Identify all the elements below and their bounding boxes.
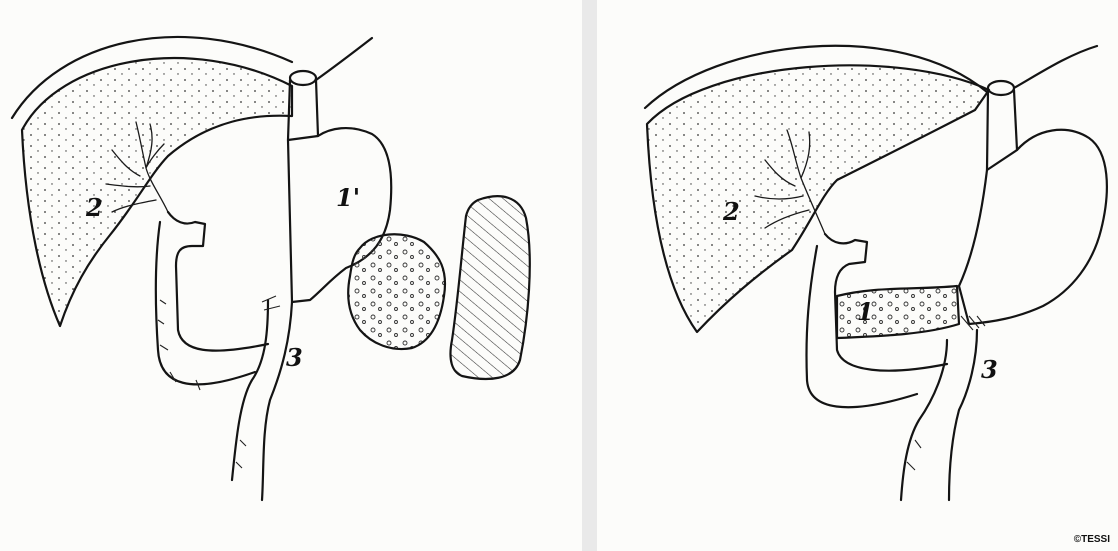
label-gallbladder-bed: 2	[86, 196, 103, 220]
right-illustration	[597, 0, 1118, 551]
esophagus-opening	[290, 71, 316, 85]
label-gallbladder-bed: 2	[723, 200, 740, 224]
duodenum-shading	[907, 316, 985, 470]
duodenum-shading	[236, 296, 280, 468]
esophagus	[987, 90, 1017, 170]
stomach	[959, 130, 1107, 324]
copyright-text: ©TESSI	[1074, 534, 1110, 545]
label-tumor: 1	[857, 300, 874, 324]
pancreas-tumor	[348, 234, 445, 349]
duodenum	[901, 330, 977, 500]
tumor-region	[837, 286, 959, 338]
label-duodenum: 3	[286, 346, 303, 370]
label-duodenum: 3	[981, 358, 998, 382]
esophagus-opening	[988, 81, 1014, 95]
left-illustration	[0, 0, 582, 551]
common-bile-duct	[156, 212, 268, 384]
esophagus-extension	[1014, 46, 1097, 88]
duodenum	[232, 300, 292, 500]
esophagus-extension	[316, 38, 372, 80]
hatched-organ	[450, 196, 529, 379]
duct-shading	[158, 300, 200, 390]
label-tumor: 1'	[336, 186, 360, 210]
left-panel: 2 1' 3	[0, 0, 582, 551]
right-panel: 2 1 3 ©TESSI	[597, 0, 1118, 551]
